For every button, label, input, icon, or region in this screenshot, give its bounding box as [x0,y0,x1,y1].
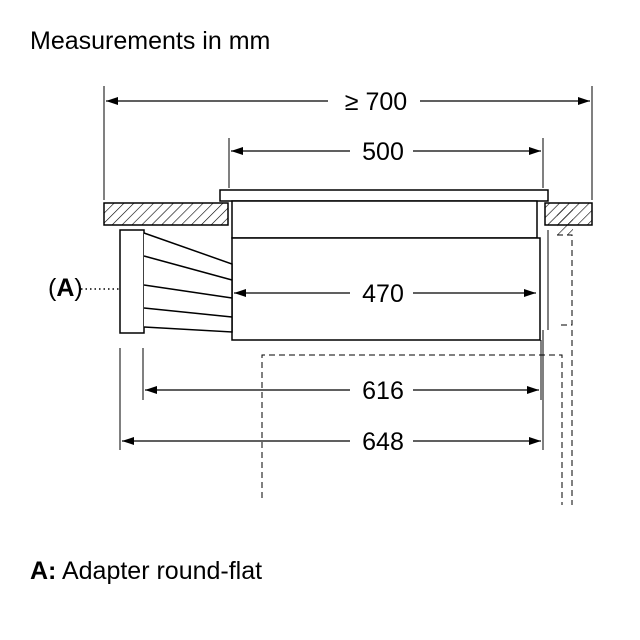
legend-key: A: [30,557,57,585]
callout-a: (A) [48,274,120,302]
cabinet-inner-outline [261,354,563,505]
cabinet-back-panel [557,234,573,326]
adapter-round-flat [119,229,233,334]
dim-label-depth-inner: 616 [362,377,404,405]
callout-close-paren: ) [74,274,82,302]
dim-label-overall: ≥ 700 [345,88,407,116]
callout-open-paren: ( [48,274,57,302]
hob-glass [219,189,549,202]
callout-letter: A [56,274,74,302]
legend: A: Adapter round-flat [30,556,262,586]
legend-text: Adapter round-flat [56,557,263,585]
dimension-lines [106,97,590,445]
adapter-transition [143,232,233,333]
hob-upper-body [231,200,538,239]
dim-label-unit: 470 [362,280,404,308]
wall-hatch [557,207,573,235]
dim-label-hob: 500 [362,138,404,166]
diagram-title: Measurements in mm [30,27,271,55]
adapter-rib-lines [143,255,233,318]
adapter-flange [119,229,145,334]
extension-lines [103,86,593,450]
worktop-left-section [103,202,229,226]
cabinet-outline [261,234,573,505]
hob-body [231,200,541,341]
dim-label-depth-outer: 648 [362,428,404,456]
hob-lower-unit [231,237,541,341]
svg-text:(A): (A) [48,274,83,302]
